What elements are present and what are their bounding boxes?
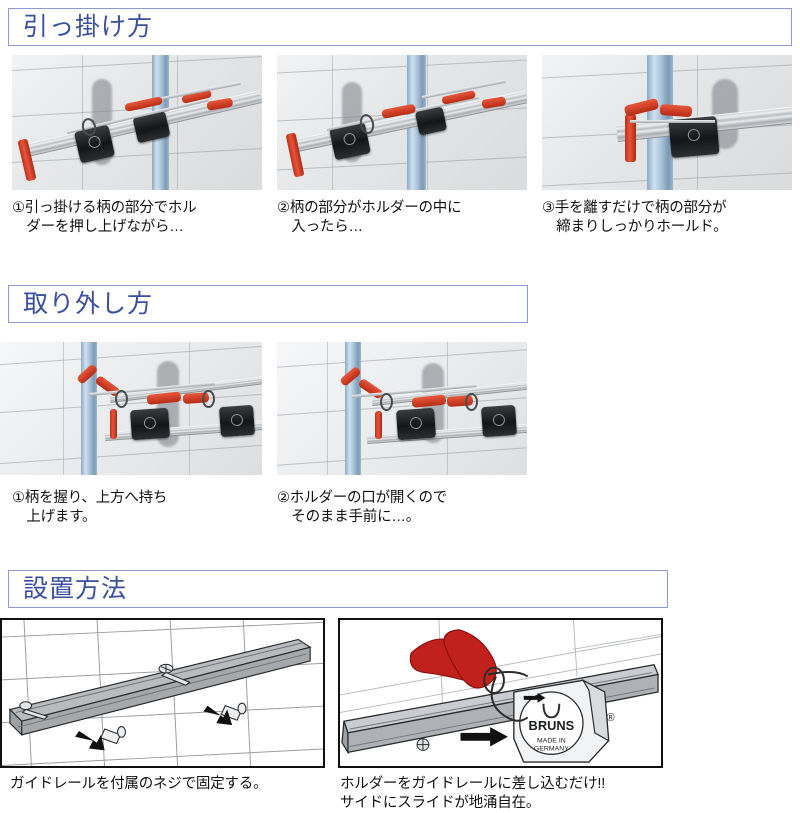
caption-remove-step-1: ①柄を握り、上方へ持ち 上げます。 bbox=[12, 490, 168, 526]
illustration-install-rail bbox=[0, 618, 325, 768]
section-title-remove: 取り外し方 bbox=[23, 289, 154, 318]
section-header-remove: 取り外し方 bbox=[8, 285, 528, 323]
caption-install-step-1: ガイドレールを付属のネジで固定する。 bbox=[10, 776, 268, 792]
caption-install-step-2: ホルダーをガイドレールに差し込むだけ!! サイドにスライドが地涌自在。 bbox=[340, 776, 606, 812]
section-title-hook: 引っ掛け方 bbox=[23, 12, 154, 41]
photo-hook-step-3 bbox=[542, 55, 792, 190]
caption-hook-step-3: ③手を離すだけで柄の部分が 締まりしっかりホールド。 bbox=[542, 200, 728, 236]
section-header-hook: 引っ掛け方 bbox=[8, 8, 792, 46]
brand-origin-line-1: MADE IN bbox=[537, 738, 566, 745]
photo-hook-step-1 bbox=[12, 55, 262, 190]
section-title-install: 設置方法 bbox=[23, 574, 128, 603]
registered-trademark-symbol: ® bbox=[607, 712, 615, 724]
caption-hook-step-1: ①引っ掛ける柄の部分でホル ダーを押し上げながら… bbox=[12, 200, 197, 236]
photo-remove-step-2 bbox=[277, 342, 527, 475]
caption-hook-step-2: ②柄の部分がホルダーの中に 入ったら… bbox=[277, 200, 462, 236]
section-header-install: 設置方法 bbox=[8, 570, 668, 608]
brand-name-text: BRUNS bbox=[529, 718, 575, 733]
photo-remove-step-1 bbox=[0, 342, 262, 475]
photo-hook-step-2 bbox=[277, 55, 527, 190]
caption-remove-step-2: ②ホルダーの口が開くので そのまま手前に…。 bbox=[277, 490, 448, 526]
rail-mounting-drawing bbox=[2, 620, 323, 766]
brand-origin-line-2: GERMANY bbox=[534, 745, 569, 752]
illustration-install-holder: BRUNS MADE IN GERMANY ® bbox=[338, 618, 663, 768]
holder-insert-drawing: BRUNS MADE IN GERMANY ® bbox=[340, 620, 661, 766]
